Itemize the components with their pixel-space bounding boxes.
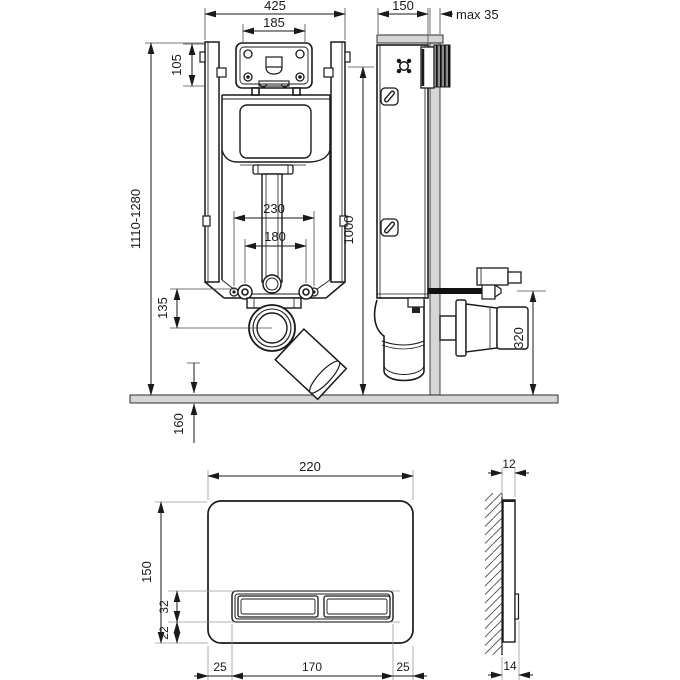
wall-hatch — [485, 493, 502, 655]
dim-plate-thickness: 12 — [502, 457, 516, 471]
small-flush-button — [323, 595, 391, 618]
dimensions-plate-side: 12 14 — [488, 457, 533, 680]
rail-clip — [323, 67, 334, 78]
construction-surfaces — [129, 34, 559, 404]
dim-plate-width: 220 — [299, 459, 321, 474]
flush-bend-side — [373, 297, 425, 382]
right-rail — [330, 41, 346, 283]
flush-plate-front-view — [207, 500, 414, 644]
flush-pipe — [261, 173, 283, 283]
push-rod-housing — [265, 56, 283, 68]
frame-side-view — [373, 44, 529, 382]
dim-bolt-spacing: 180 — [264, 229, 286, 244]
dim-frame-depth: 150 — [392, 0, 414, 13]
ceiling-band — [376, 34, 444, 44]
screw-hole — [243, 72, 253, 82]
dim-wall-finish-max: max 35 — [456, 7, 499, 22]
waste-elbow-pipe — [274, 327, 348, 401]
rail-clip — [216, 67, 227, 78]
slot-fixing-plate — [380, 87, 399, 106]
rail-clip — [199, 51, 206, 63]
screw-hole — [243, 49, 253, 59]
left-rail — [204, 41, 220, 283]
dim-plate-margin-left: 25 — [213, 660, 227, 674]
fixing-bolts — [229, 284, 319, 300]
dim-access-box-width: 185 — [263, 15, 285, 30]
access-box — [235, 42, 313, 96]
plate-profile — [502, 499, 516, 643]
dim-anchor-spacing: 230 — [263, 201, 285, 216]
flush-plate — [207, 500, 414, 644]
flush-pipe-collar — [252, 164, 294, 175]
dim-outlet-height: 320 — [511, 327, 526, 349]
frame-front-view — [199, 41, 351, 401]
flush-plate-side-view — [485, 493, 520, 655]
rail-clip — [339, 215, 348, 227]
wall-finish-section — [433, 44, 451, 88]
dim-plate-total-depth: 14 — [503, 659, 517, 673]
dim-frame-width: 425 — [264, 0, 286, 13]
dimensions-plate-front: 220 150 32 22 25 170 25 — [139, 459, 427, 680]
dim-fixing-height: 1000 — [341, 216, 356, 245]
dim-install-height-range: 1110-1280 — [128, 189, 143, 249]
dim-plate-height: 150 — [139, 561, 154, 583]
dim-buttons-zone-width: 170 — [302, 660, 322, 674]
button-bump — [514, 593, 520, 620]
dim-access-box-height: 105 — [169, 54, 184, 76]
screw-hole — [295, 49, 305, 59]
dim-recess-height: 32 — [157, 600, 171, 614]
screw-hole — [295, 72, 305, 82]
frame-profile — [376, 44, 429, 299]
dim-recess-bottom-margin: 22 — [157, 626, 171, 640]
service-panel — [239, 104, 312, 159]
dim-floor-recess: 160 — [171, 413, 186, 435]
wall-fixing-screw — [396, 58, 412, 74]
waste-outlet-connector — [439, 299, 529, 357]
large-flush-button — [237, 595, 319, 618]
wall-stripe — [429, 42, 441, 396]
water-supply-connection — [428, 267, 522, 300]
floor-band — [129, 394, 559, 404]
slot-fixing-plate — [380, 218, 399, 237]
dim-outlet-center-offset: 135 — [155, 297, 170, 319]
rail-clip — [344, 51, 351, 63]
rail-clip — [202, 215, 211, 227]
dimensions-side: 150 max 35 320 — [377, 0, 546, 396]
dim-plate-margin-right: 25 — [396, 660, 410, 674]
dimensions-front: 425 185 105 1110-1280 230 180 135 1000 1… — [128, 0, 374, 443]
